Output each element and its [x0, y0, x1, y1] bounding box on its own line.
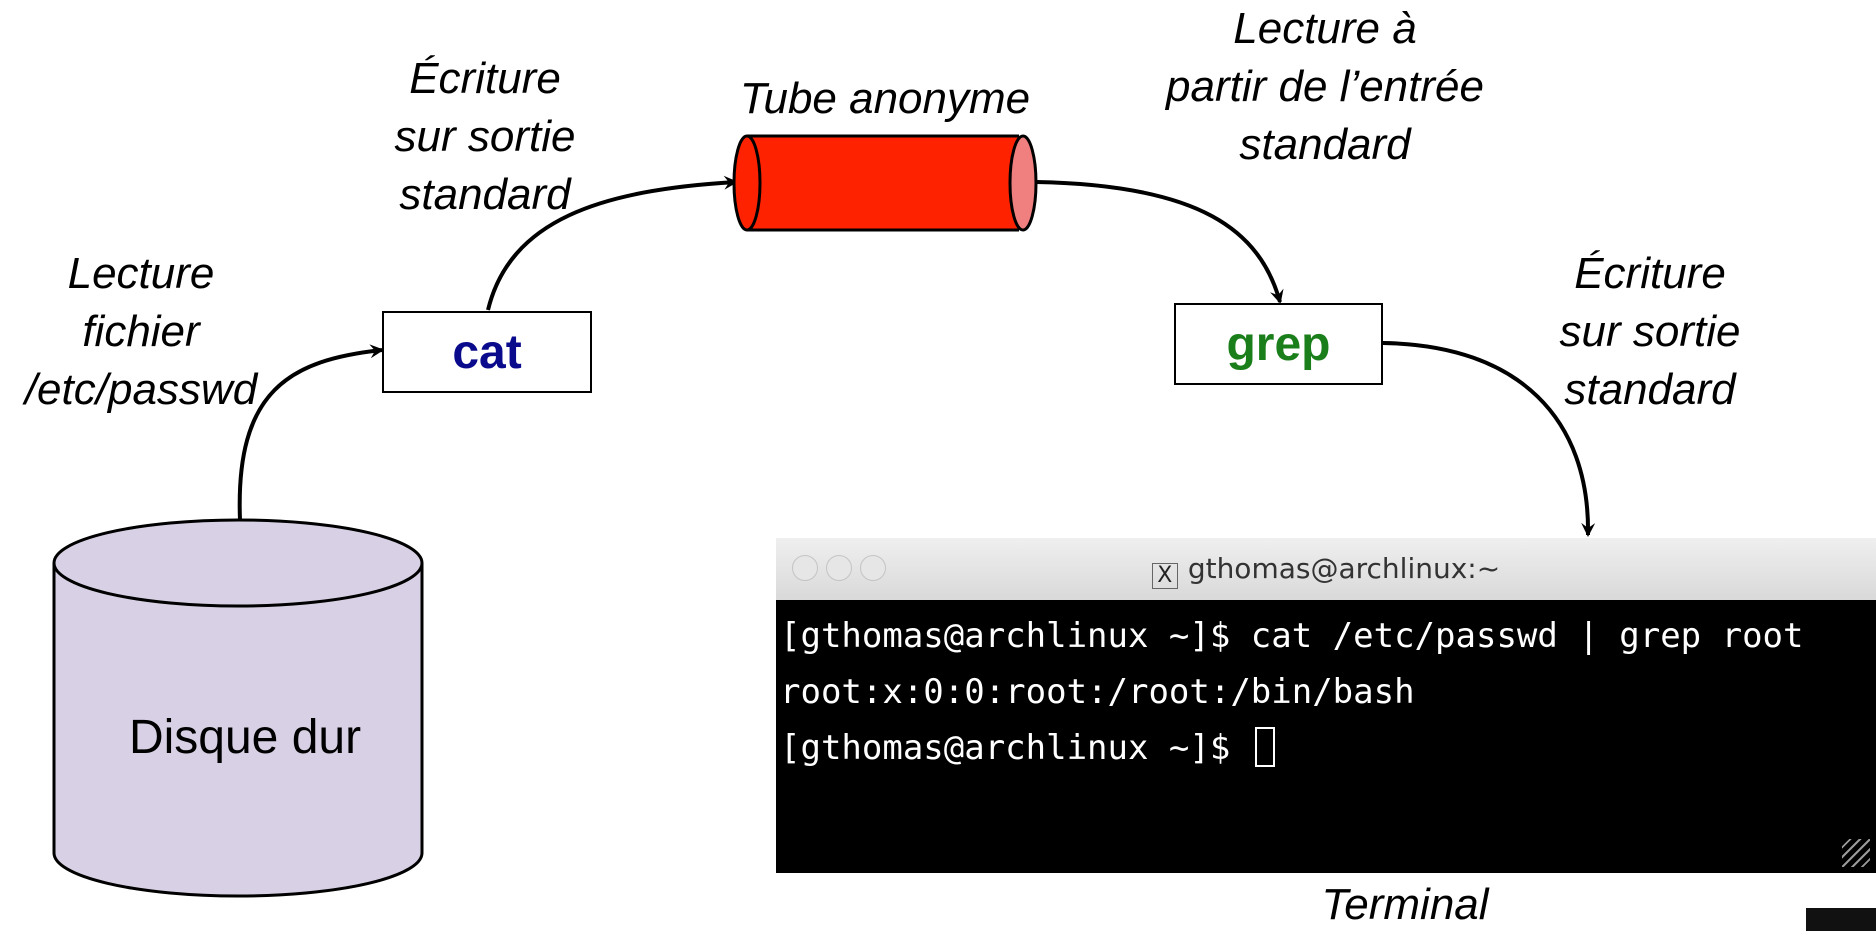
label-pipe: Tube anonyme	[705, 70, 1065, 128]
terminal-prompt: [gthomas@archlinux ~]$	[780, 728, 1251, 768]
arrow-cat-to-pipe	[486, 175, 738, 311]
label-pipe-text: Tube anonyme	[739, 74, 1031, 123]
cat-process-box: cat	[382, 311, 592, 393]
disk-cylinder	[52, 518, 424, 898]
close-window-button[interactable]	[792, 555, 818, 581]
label-read-stdin-line3: standard	[1239, 120, 1411, 169]
x11-icon: X	[1151, 563, 1178, 589]
label-read-stdin-line1: Lecture à	[1233, 4, 1417, 53]
label-read-file-line1: Lecture	[67, 249, 215, 298]
cat-label: cat	[452, 325, 522, 379]
corner-block	[1806, 908, 1876, 931]
minimize-window-button[interactable]	[826, 555, 852, 581]
terminal-line-3: [gthomas@archlinux ~]$	[780, 720, 1876, 776]
zoom-window-button[interactable]	[860, 555, 886, 581]
arrow-pipe-to-grep	[1035, 180, 1284, 304]
terminal-title-text: gthomas@archlinux:~	[1187, 552, 1501, 585]
label-write-stdout-grep-line2: sur sortie	[1559, 307, 1741, 356]
label-read-file-line2: fichier	[82, 307, 200, 356]
label-write-stdout-cat-line2: sur sortie	[394, 112, 576, 161]
label-write-stdout-cat-line3: standard	[399, 170, 571, 219]
label-read-file: Lecture fichier /etc/passwd	[0, 245, 282, 419]
label-read-stdin: Lecture à partir de l’entrée standard	[1140, 0, 1510, 174]
pipe-tube	[732, 134, 1038, 232]
terminal-caption-text: Terminal	[1321, 880, 1489, 929]
label-read-file-line3: /etc/passwd	[24, 365, 258, 414]
label-write-stdout-cat-line1: Écriture	[409, 54, 561, 103]
terminal-body[interactable]: [gthomas@archlinux ~]$ cat /etc/passwd |…	[776, 600, 1876, 873]
grep-process-box: grep	[1174, 303, 1383, 385]
terminal-caption: Terminal	[1235, 876, 1575, 934]
disk-label: Disque dur	[128, 711, 362, 764]
arrow-disk-to-cat	[237, 344, 384, 521]
resize-grip-icon[interactable]	[1842, 839, 1870, 867]
label-write-stdout-grep-line1: Écriture	[1574, 249, 1726, 298]
label-write-stdout-grep: Écriture sur sortie standard	[1520, 245, 1780, 419]
label-read-stdin-line2: partir de l’entrée	[1166, 62, 1484, 111]
terminal-cursor	[1254, 727, 1275, 767]
label-write-stdout-cat: Écriture sur sortie standard	[365, 50, 605, 224]
label-write-stdout-grep-line3: standard	[1564, 365, 1736, 414]
arrow-grep-to-terminal	[1382, 341, 1596, 537]
terminal-line-1: [gthomas@archlinux ~]$ cat /etc/passwd |…	[780, 616, 1804, 656]
terminal-line-2: root:x:0:0:root:/root:/bin/bash	[780, 672, 1415, 712]
grep-label: grep	[1226, 317, 1331, 371]
